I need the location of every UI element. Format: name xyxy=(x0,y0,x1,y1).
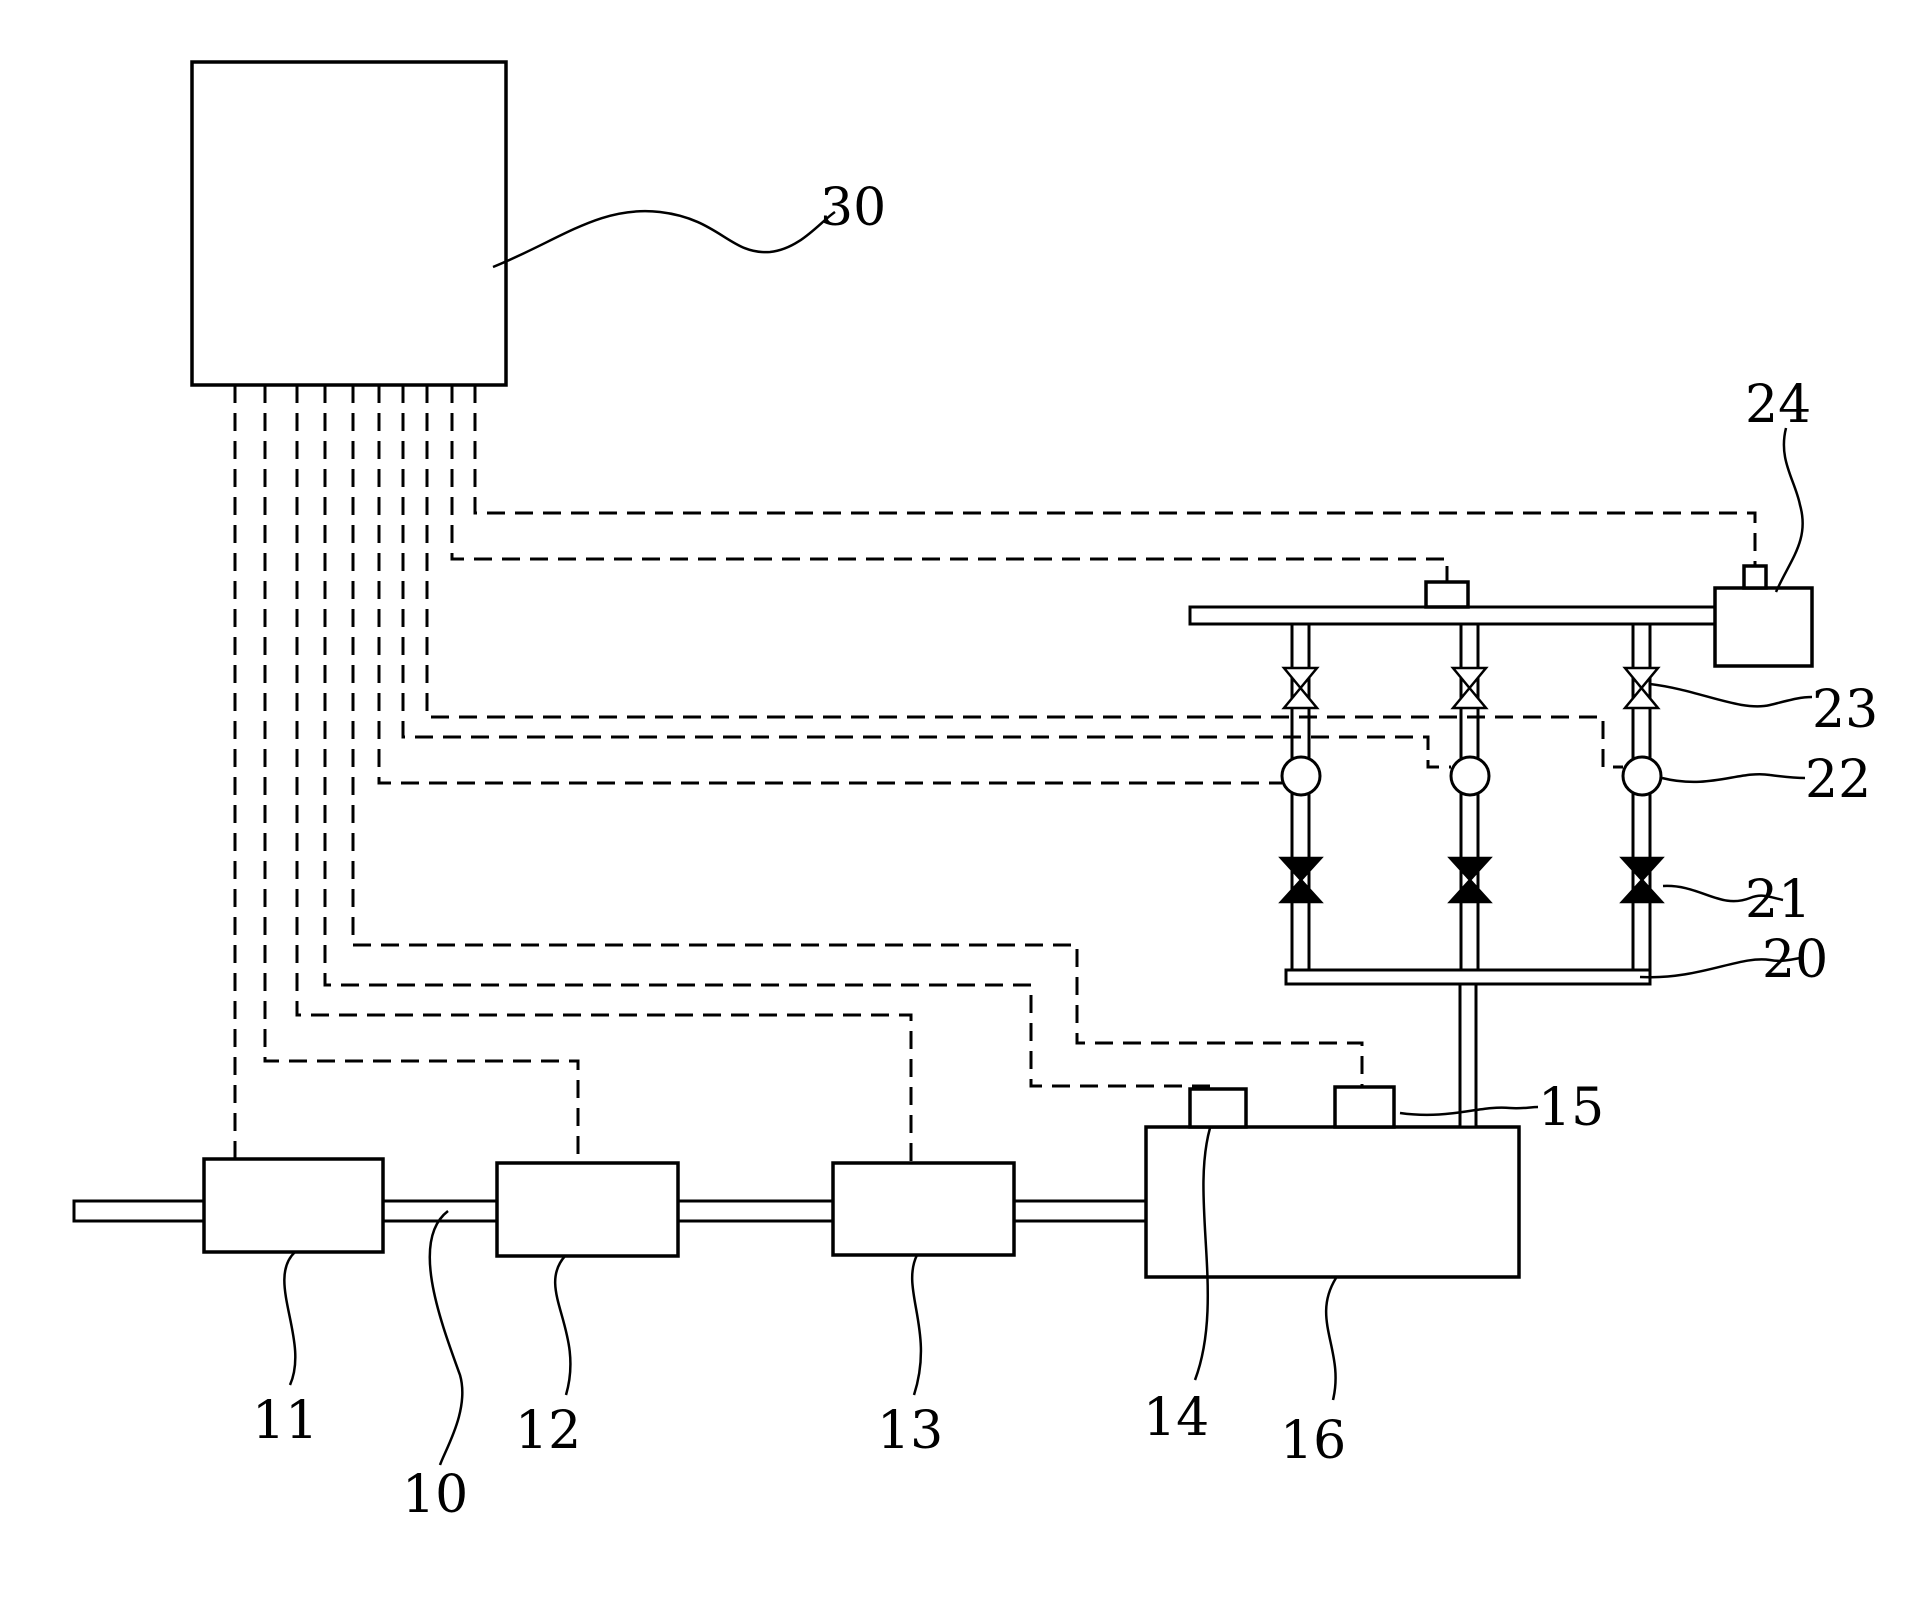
tank-16 xyxy=(1144,1125,1521,1279)
label-30: 30 xyxy=(820,178,886,238)
unit-12 xyxy=(495,1161,680,1258)
branch-middle xyxy=(1447,622,1493,972)
device-24-sensor xyxy=(1742,564,1768,590)
label-24: 24 xyxy=(1745,375,1811,435)
label-22: 22 xyxy=(1805,750,1871,810)
label-13: 13 xyxy=(877,1401,943,1461)
manifold-20 xyxy=(1284,968,1652,986)
riser-pipe xyxy=(1458,981,1478,1129)
branch-left xyxy=(1278,622,1324,972)
header-pipe xyxy=(1188,605,1717,626)
sensor-14 xyxy=(1188,1087,1248,1129)
header-sensor xyxy=(1424,580,1470,609)
leader-lines xyxy=(283,209,1813,1466)
unit-11 xyxy=(202,1157,385,1254)
label-21: 21 xyxy=(1745,870,1811,930)
label-15: 15 xyxy=(1538,1078,1604,1138)
label-23: 23 xyxy=(1812,680,1878,740)
sensor-15 xyxy=(1333,1085,1396,1129)
label-10: 10 xyxy=(402,1465,468,1525)
label-16: 16 xyxy=(1280,1411,1346,1471)
label-20: 20 xyxy=(1762,930,1828,990)
signal-lines xyxy=(233,385,1757,1163)
label-12: 12 xyxy=(515,1401,581,1461)
branch-right xyxy=(1619,622,1665,972)
controller-30 xyxy=(190,60,508,387)
unit-13 xyxy=(831,1161,1016,1257)
device-24 xyxy=(1713,586,1814,668)
label-11: 11 xyxy=(252,1391,318,1451)
label-14: 14 xyxy=(1143,1388,1209,1448)
